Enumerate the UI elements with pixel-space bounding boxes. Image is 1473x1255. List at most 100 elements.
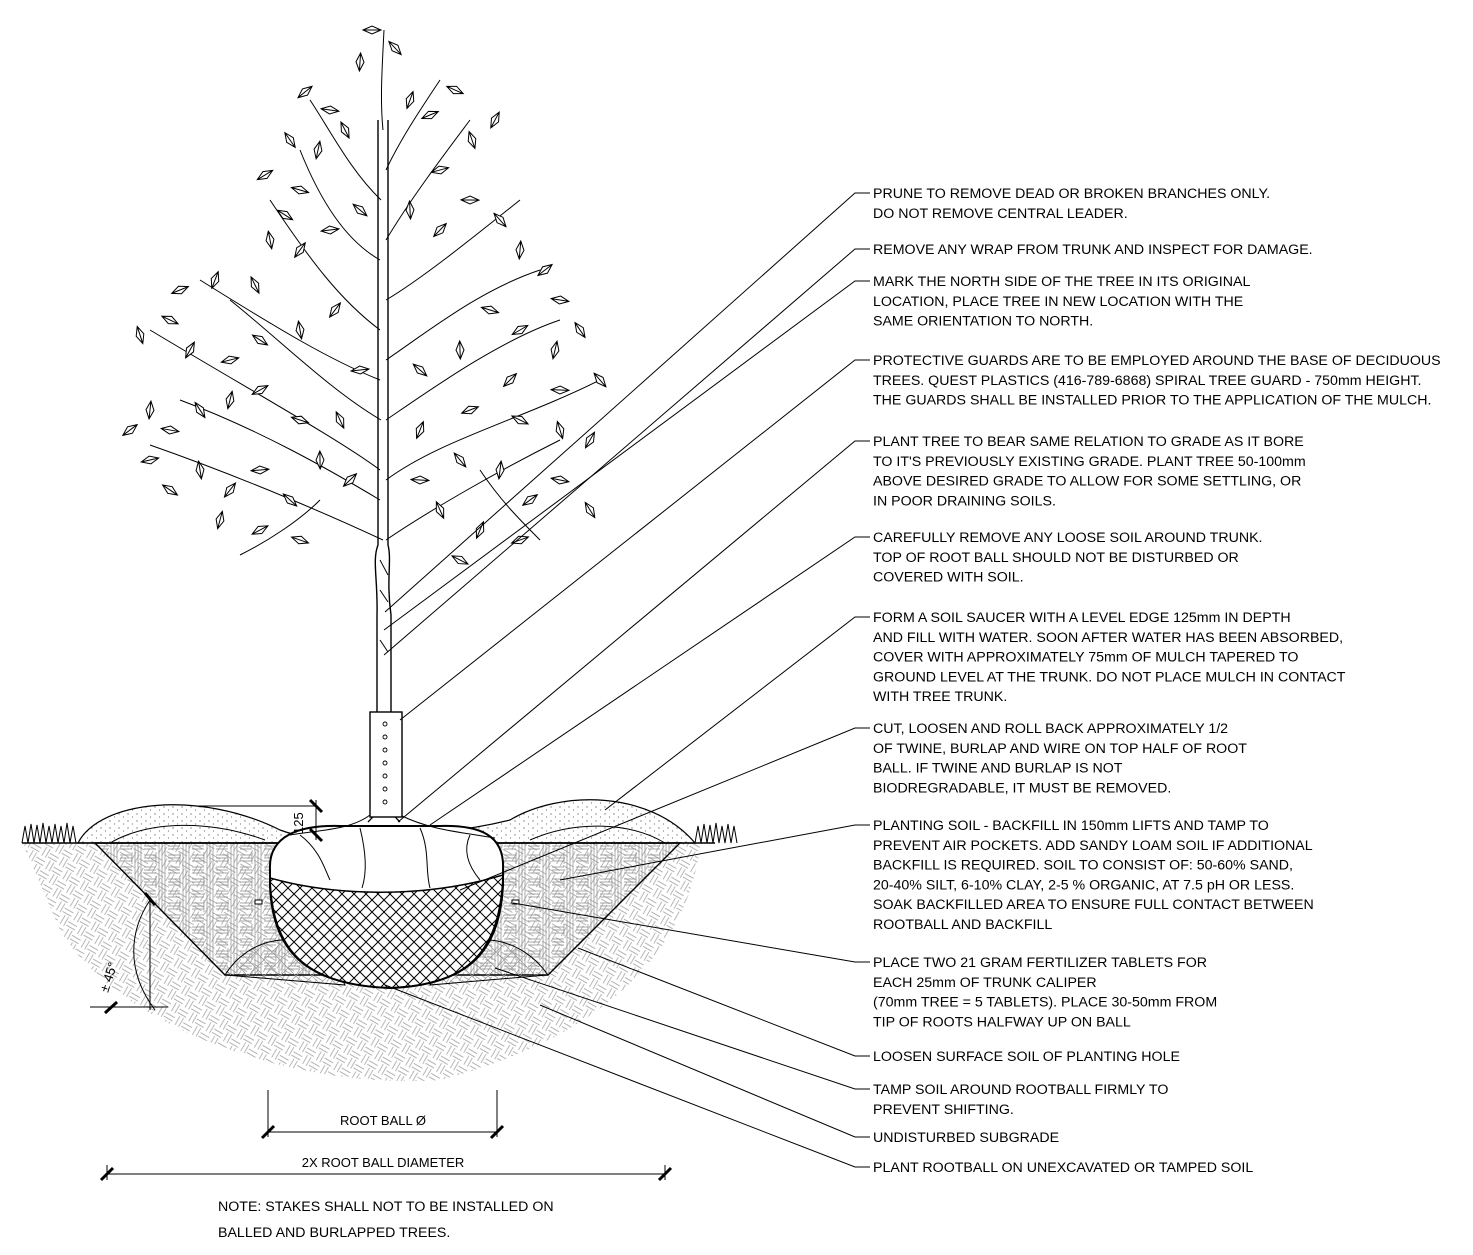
leaf bbox=[161, 484, 179, 496]
note-6-line-1: CAREFULLY REMOVE ANY LOOSE SOIL AROUND T… bbox=[873, 530, 1262, 546]
leaf bbox=[405, 199, 415, 221]
note-10-line-1: PLACE TWO 21 GRAM FERTILIZER TABLETS FOR bbox=[873, 955, 1207, 971]
leaf bbox=[510, 535, 530, 545]
note-6-line-2: TOP OF ROOT BALL SHOULD NOT BE DISTURBED… bbox=[873, 550, 1239, 566]
note-4-line-1: PROTECTIVE GUARDS ARE TO BE EMPLOYED ARO… bbox=[873, 353, 1441, 369]
leaf bbox=[290, 535, 310, 545]
callout-note-9: PLANTING SOIL - BACKFILL IN 150mm LIFTS … bbox=[873, 818, 1314, 933]
leaf bbox=[160, 315, 180, 325]
leaf bbox=[430, 165, 450, 175]
note-9-line-1: PLANTING SOIL - BACKFILL IN 150mm LIFTS … bbox=[873, 818, 1269, 834]
note-1-line-2: DO NOT REMOVE CENTRAL LEADER. bbox=[873, 206, 1128, 222]
leaf bbox=[405, 90, 415, 110]
grass-left bbox=[21, 822, 77, 844]
note-10-line-2: EACH 25mm OF TRUNK CALIPER bbox=[873, 975, 1097, 991]
leaf bbox=[502, 372, 518, 388]
leader-line-11 bbox=[577, 947, 870, 1057]
note-7-line-1: FORM A SOIL SAUCER WITH A LEVEL EDGE 125… bbox=[873, 610, 1291, 626]
leader-line-6 bbox=[429, 536, 870, 826]
leaf bbox=[319, 105, 341, 115]
leaf bbox=[225, 390, 235, 410]
callout-note-11: LOOSEN SURFACE SOIL OF PLANTING HOLE bbox=[873, 1049, 1180, 1065]
leaf bbox=[593, 372, 607, 388]
leaf bbox=[250, 525, 270, 535]
callout-note-14: PLANT ROOTBALL ON UNEXCAVATED OR TAMPED … bbox=[873, 1160, 1253, 1176]
leaf bbox=[340, 120, 350, 140]
leaf bbox=[135, 325, 145, 345]
callout-note-2: REMOVE ANY WRAP FROM TRUNK AND INSPECT F… bbox=[873, 242, 1313, 258]
note-9-line-2: PREVENT AIR POCKETS. ADD SANDY LOAM SOIL… bbox=[873, 838, 1313, 854]
tree-trunk bbox=[367, 120, 403, 823]
root-ball-label: ROOT BALL Ø bbox=[340, 1113, 426, 1128]
callout-note-3: MARK THE NORTH SIDE OF THE TREE IN ITS O… bbox=[873, 274, 1250, 330]
note-9-line-5: SOAK BACKFILLED AREA TO ENSURE FULL CONT… bbox=[873, 897, 1314, 913]
note-4-line-2: TREES. QUEST PLASTICS (416-789-6868) SPI… bbox=[873, 373, 1422, 389]
leaf bbox=[549, 295, 571, 305]
leaf bbox=[445, 85, 465, 95]
note-9-line-4: 20-40% SILT, 6-10% CLAY, 2-5 % ORGANIC, … bbox=[873, 877, 1294, 893]
leaf bbox=[215, 510, 225, 530]
leader-line-10 bbox=[512, 902, 870, 963]
note-9-line-3: BACKFILL IS REQUIRED. SOIL TO CONSIST OF… bbox=[873, 858, 1293, 874]
leaf bbox=[550, 340, 560, 360]
note-5-line-2: TO IT'S PREVIOUSLY EXISTING GRADE. PLANT… bbox=[873, 454, 1306, 470]
leaf bbox=[185, 341, 195, 359]
callout-note-10: PLACE TWO 21 GRAM FERTILIZER TABLETS FOR… bbox=[873, 955, 1217, 1030]
note-5-line-3: ABOVE DESIRED GRADE TO ALLOW FOR SOME SE… bbox=[873, 474, 1301, 490]
leaf bbox=[349, 365, 371, 375]
leaf bbox=[295, 319, 305, 341]
leaf bbox=[480, 305, 500, 315]
note-2-line-1: REMOVE ANY WRAP FROM TRUNK AND INSPECT F… bbox=[873, 242, 1313, 258]
leaf bbox=[250, 275, 260, 295]
leaf bbox=[282, 493, 298, 507]
callout-note-6: CAREFULLY REMOVE ANY LOOSE SOIL AROUND T… bbox=[873, 530, 1262, 586]
note-7-line-2: AND FILL WITH WATER. SOON AFTER WATER HA… bbox=[873, 630, 1343, 646]
leaf bbox=[493, 212, 507, 228]
note-7-line-3: COVER WITH APPROXIMATELY 75mm OF MULCH T… bbox=[873, 650, 1298, 666]
fertilizer-tablet-right bbox=[511, 899, 520, 905]
note-12-line-1: TAMP SOIL AROUND ROOTBALL FIRMLY TO bbox=[873, 1082, 1168, 1098]
leader-line-5 bbox=[397, 440, 870, 823]
leaf bbox=[415, 420, 425, 440]
leaf bbox=[170, 285, 190, 295]
leader-line-8 bbox=[459, 727, 870, 891]
note-4-line-3: THE GUARDS SHALL BE INSTALLED PRIOR TO T… bbox=[873, 393, 1431, 409]
leaf bbox=[315, 449, 325, 471]
leaf bbox=[453, 452, 467, 468]
leaf bbox=[251, 385, 269, 395]
leaf bbox=[159, 425, 181, 435]
note-3-line-1: MARK THE NORTH SIDE OF THE TREE IN ITS O… bbox=[873, 274, 1250, 290]
saucer-depth-label: 125 bbox=[291, 812, 306, 834]
leaf bbox=[293, 241, 307, 259]
leaf bbox=[388, 40, 402, 56]
leaf bbox=[335, 410, 345, 430]
note-10-line-3: (70mm TREE = 5 TABLETS). PLACE 30-50mm F… bbox=[873, 995, 1217, 1011]
leader-line-12 bbox=[494, 967, 870, 1090]
leaf bbox=[210, 270, 220, 290]
leaf bbox=[555, 420, 565, 440]
leaf bbox=[490, 110, 500, 130]
leaf bbox=[549, 475, 571, 485]
leader-line-14 bbox=[384, 984, 870, 1168]
leaf bbox=[140, 455, 160, 465]
leaf bbox=[220, 355, 240, 365]
note-14-line-1: PLANT ROOTBALL ON UNEXCAVATED OR TAMPED … bbox=[873, 1160, 1253, 1176]
note-12-line-2: PREVENT SHIFTING. bbox=[873, 1102, 1014, 1118]
leaf bbox=[251, 334, 269, 346]
callout-note-4: PROTECTIVE GUARDS ARE TO BE EMPLOYED ARO… bbox=[873, 353, 1441, 409]
leaf bbox=[511, 324, 529, 336]
leaf bbox=[455, 339, 465, 361]
leaf bbox=[412, 363, 428, 377]
leaf bbox=[467, 130, 477, 150]
leader-line-3 bbox=[383, 280, 870, 631]
note-3-line-3: SAME ORIENTATION TO NORTH. bbox=[873, 314, 1093, 330]
leader-line-9 bbox=[559, 824, 870, 881]
grass-right bbox=[694, 822, 738, 844]
footnote: NOTE: STAKES SHALL NOT TO BE INSTALLED O… bbox=[218, 1199, 554, 1241]
burlap-wire-basket bbox=[269, 873, 504, 989]
leader-line-1 bbox=[384, 192, 870, 613]
leaf bbox=[459, 195, 481, 205]
leaf bbox=[290, 185, 310, 195]
leaf bbox=[284, 131, 296, 149]
leader-line-13 bbox=[539, 1004, 870, 1138]
